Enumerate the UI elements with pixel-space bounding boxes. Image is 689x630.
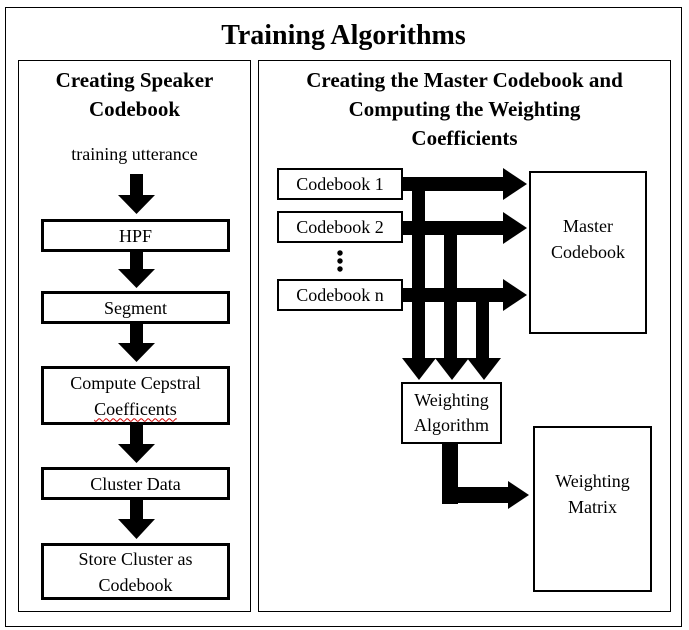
step-compute-cepstral: Compute Cepstral Coefficents <box>41 366 230 425</box>
step-cluster-data-label: Cluster Data <box>90 473 181 494</box>
codebook-n-box: Codebook n <box>277 279 403 311</box>
codebook-n-label: Codebook n <box>296 285 384 305</box>
weighting-algorithm-line2: Algorithm <box>414 415 489 435</box>
arrow-segment-to-cepstral <box>118 324 155 362</box>
right-heading-line3: Coefficients <box>411 126 518 150</box>
step-hpf-label: HPF <box>118 225 153 246</box>
codebook-2-box: Codebook 2 <box>277 211 403 243</box>
step-segment: Segment <box>41 291 230 324</box>
step-compute-cepstral-line2: Coefficents <box>94 398 177 419</box>
right-panel-heading: Creating the Master Codebook and Computi… <box>258 66 671 153</box>
left-panel-heading: Creating Speaker Codebook <box>18 66 251 124</box>
master-codebook-box: Master Codebook <box>529 171 647 334</box>
arrow-weighting-to-matrix <box>442 444 529 509</box>
arrow-bus-2-to-weighting <box>435 230 469 380</box>
arrow-codebook2-to-master <box>403 212 527 244</box>
right-heading-line1: Creating the Master Codebook and <box>306 68 623 92</box>
left-heading-line2: Codebook <box>88 97 181 121</box>
arrow-hpf-to-segment <box>118 252 155 288</box>
codebook-1-box: Codebook 1 <box>277 168 403 200</box>
diagram-frame <box>5 7 682 627</box>
left-panel <box>18 60 251 612</box>
right-panel <box>258 60 671 612</box>
arrow-bus-1-to-weighting <box>402 184 436 380</box>
training-utterance-label: training utterance <box>71 144 198 164</box>
step-cluster-data: Cluster Data <box>41 467 230 500</box>
weighting-matrix-line1: Weighting <box>555 471 630 491</box>
diagram-title: Training Algorithms <box>221 20 466 51</box>
weighting-algorithm-box: Weighting Algorithm <box>401 382 502 444</box>
codebook-2-label: Codebook 2 <box>296 217 384 237</box>
arrow-bus-n-to-weighting <box>467 300 501 380</box>
master-codebook-line1: Master <box>563 216 613 236</box>
left-heading-line1: Creating Speaker <box>55 68 214 92</box>
weighting-algorithm-line1: Weighting <box>414 390 489 410</box>
arrow-cepstral-to-cluster <box>118 425 155 463</box>
step-store-cluster-line2: Codebook <box>98 574 173 595</box>
ellipsis-icon: ••• <box>336 243 344 281</box>
step-store-cluster-line1: Store Cluster as <box>78 548 193 569</box>
arrow-codebook1-to-master <box>403 168 527 200</box>
codebook-1-label: Codebook 1 <box>296 174 384 194</box>
arrow-cluster-to-store <box>118 500 155 539</box>
step-segment-label: Segment <box>104 297 167 318</box>
step-compute-cepstral-line1: Compute Cepstral <box>70 372 201 393</box>
weighting-matrix-line2: Matrix <box>568 497 617 517</box>
weighting-matrix-box: Weighting Matrix <box>533 426 652 592</box>
right-heading-line2: Computing the Weighting <box>348 97 581 121</box>
step-hpf: HPF <box>41 219 230 252</box>
arrow-utterance-to-hpf <box>118 174 155 214</box>
step-store-cluster: Store Cluster as Codebook <box>41 543 230 600</box>
master-codebook-line2: Codebook <box>551 242 625 262</box>
